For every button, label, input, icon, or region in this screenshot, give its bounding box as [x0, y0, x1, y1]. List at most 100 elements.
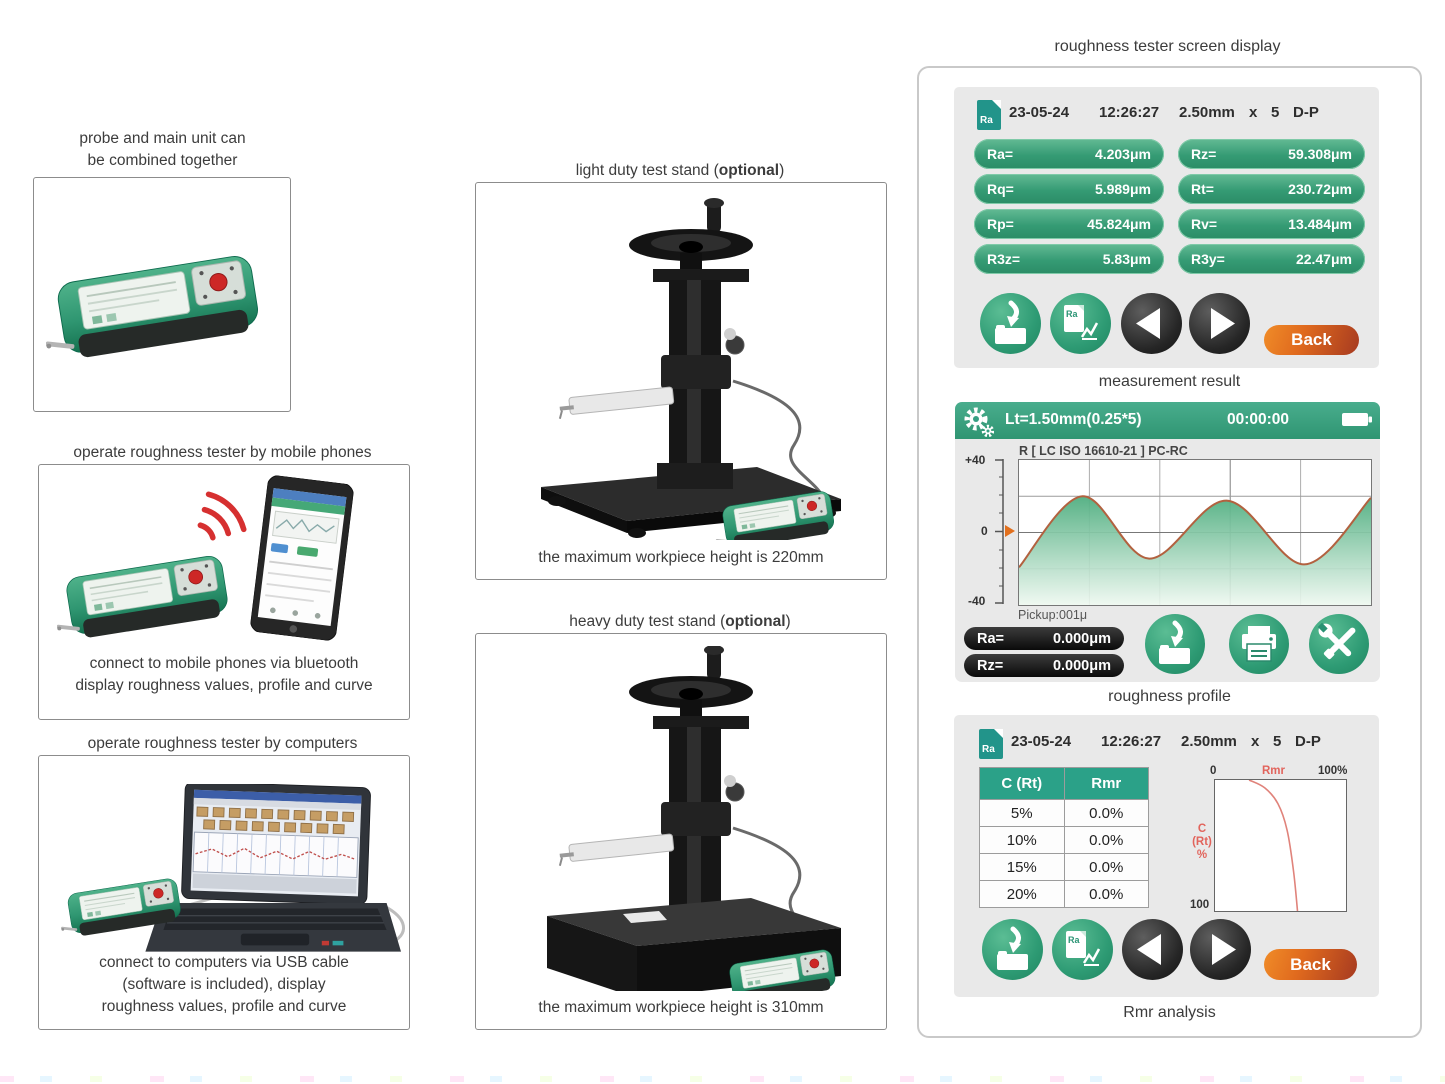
pill-value: 13.484μm: [1288, 216, 1352, 232]
result-value: 0.000μm: [1052, 657, 1111, 674]
tools-button[interactable]: [1309, 614, 1369, 674]
computer-caption-line2: (software is included), display: [122, 976, 326, 993]
roughness-profile-caption: roughness profile: [1108, 688, 1231, 705]
rmr-curve: [1248, 779, 1299, 912]
light-stand-caption: the maximum workpiece height is 220mm: [538, 549, 824, 566]
heavy-stand-image-box: the maximum workpiece height is 310mm: [475, 633, 887, 1030]
pill-label: Rq=: [987, 181, 1014, 197]
file-fold-corner-icon: [994, 729, 1003, 738]
computer-image-box: connect to computers via USB cable (soft…: [38, 755, 410, 1030]
table-cell: 0.0%: [1064, 881, 1148, 907]
ra-document-chart-icon: Ra: [1064, 305, 1099, 340]
y-axis-zero-label: 0: [981, 524, 988, 538]
ra-record-button[interactable]: Ra: [1050, 293, 1111, 354]
standard-text: R [ LC ISO 16610-21 ] PC-RC: [1019, 444, 1188, 458]
table-header-rmr: Rmr: [1064, 768, 1148, 799]
ra-file-icon-label: Ra: [982, 744, 995, 755]
table-cell: 0.0%: [1064, 800, 1148, 826]
previous-button[interactable]: [1121, 293, 1182, 354]
heavy-duty-test-stand-illustration: [547, 646, 841, 991]
pill-value: 59.308μm: [1288, 146, 1352, 162]
previous-button[interactable]: [1122, 919, 1183, 980]
printer-icon: [1242, 626, 1276, 662]
pill-value: 5.83μm: [1102, 251, 1151, 267]
probe-image-box: [33, 177, 291, 412]
mobile-caption-line1: connect to mobile phones via bluetooth: [89, 655, 359, 672]
arrow-left-icon: [1136, 308, 1160, 339]
pill-label: R3z=: [987, 251, 1021, 267]
ra-record-button[interactable]: Ra: [1052, 919, 1113, 980]
next-button[interactable]: [1190, 919, 1251, 980]
time-text: 12:26:27: [1099, 104, 1160, 121]
rmr-chart-title: Rmr: [1262, 765, 1286, 777]
bluetooth-signal-icon: [191, 483, 255, 547]
heavy-stand-title-bold: optional: [725, 613, 786, 630]
light-stand-title-post: ): [779, 162, 785, 179]
mode-text: D-P: [1295, 733, 1321, 750]
count-text: 5: [1271, 104, 1280, 121]
pill-label: Ra=: [987, 146, 1014, 162]
ra-doc-icon-label: Ra: [1068, 935, 1080, 945]
measurement-pill-rv: Rv= 13.484μm: [1178, 209, 1365, 239]
settings-gear-icon[interactable]: [962, 405, 994, 437]
save-button[interactable]: [980, 293, 1041, 354]
computer-section-title: operate roughness tester by computers: [87, 735, 358, 752]
measurement-pill-rz: Rz= 59.308μm: [1178, 139, 1365, 169]
rmr-chart-ylabel: C (Rt) %: [1192, 823, 1212, 861]
save-button[interactable]: [982, 919, 1043, 980]
arrow-right-icon: [1211, 308, 1235, 339]
table-cell: 15%: [980, 854, 1064, 880]
pill-value: 22.47μm: [1295, 251, 1352, 267]
measurement-pill-rt: Rt= 230.72μm: [1178, 174, 1365, 204]
profile-wave-fill: [1019, 496, 1371, 605]
arrow-right-icon: [1212, 934, 1236, 965]
print-button[interactable]: [1229, 614, 1289, 674]
light-stand-title-pre: light duty test stand (: [575, 162, 719, 179]
rmr-table: C (Rt) Rmr 5% 0.0% 10% 0.0% 15% 0.0% 20%…: [979, 767, 1149, 908]
probe-caption: probe and main unit can be combined toge…: [30, 128, 295, 172]
ra-result-pill: Ra= 0.000μm: [964, 627, 1124, 650]
save-to-folder-icon: [997, 926, 1028, 970]
tools-icon: [1317, 622, 1356, 660]
mobile-section-title: operate roughness tester by mobile phone…: [73, 444, 372, 461]
y-axis-ticks: [995, 459, 1004, 604]
computer-caption: connect to computers via USB cable (soft…: [39, 952, 409, 1018]
smartphone-illustration: [248, 474, 357, 642]
pill-label: Rp=: [987, 216, 1014, 232]
pill-value: 45.824μm: [1087, 216, 1151, 232]
pill-label: Rz=: [1191, 146, 1217, 162]
save-button[interactable]: [1145, 614, 1205, 674]
roughness-tester-illustration: [61, 876, 183, 938]
ra-file-icon-label: Ra: [980, 115, 993, 126]
computer-caption-line1: connect to computers via USB cable: [99, 954, 349, 971]
pill-value: 230.72μm: [1288, 181, 1352, 197]
pill-label: Rv=: [1191, 216, 1218, 232]
mobile-caption: connect to mobile phones via bluetooth d…: [39, 653, 409, 697]
back-button[interactable]: Back: [1264, 949, 1357, 980]
rmr-chart: [1214, 779, 1347, 912]
roughness-tester-illustration: [46, 253, 262, 362]
result-label: Rz=: [977, 657, 1004, 674]
back-button[interactable]: Back: [1264, 325, 1359, 355]
computer-caption-line3: roughness values, profile and curve: [101, 998, 347, 1015]
save-to-folder-icon: [1159, 620, 1190, 664]
measurement-pill-ra: Ra= 4.203μm: [974, 139, 1164, 169]
next-button[interactable]: [1189, 293, 1250, 354]
rmr-chart-ymax-label: 100: [1190, 899, 1210, 911]
pill-value: 5.989μm: [1094, 181, 1151, 197]
light-stand-title: light duty test stand (optional): [475, 160, 885, 182]
rmr-analysis-screen: Ra 23-05-24 12:26:27 2.50mm x 5 D-P C (R…: [954, 715, 1379, 997]
measurement-pill-r3z: R3z= 5.83μm: [974, 244, 1164, 274]
date-text: 23-05-24: [1009, 104, 1070, 121]
profile-screen-header: Lt=1.50mm(0.25*5) 00:00:00: [955, 402, 1380, 439]
times-text: x: [1249, 104, 1258, 121]
save-to-folder-icon: [995, 300, 1026, 344]
light-stand-image-box: the maximum workpiece height is 220mm: [475, 182, 887, 580]
measurement-pill-rp: Rp= 45.824μm: [974, 209, 1164, 239]
cutoff-text: 2.50mm: [1179, 104, 1235, 121]
table-cell: 5%: [980, 800, 1064, 826]
times-text: x: [1251, 733, 1260, 750]
arrow-left-icon: [1137, 934, 1161, 965]
mode-text: D-P: [1293, 104, 1319, 121]
